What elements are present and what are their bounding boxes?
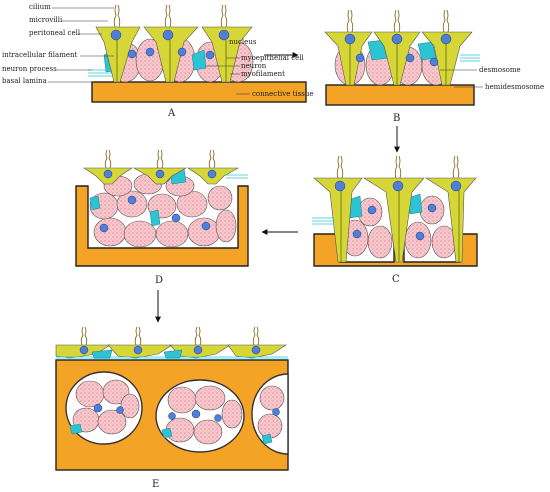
cilia-d <box>104 149 216 169</box>
label-nucleus: nucleus <box>229 38 257 46</box>
cilia-a <box>113 4 228 28</box>
neurons-b <box>367 39 437 61</box>
panel-d: D <box>75 149 249 286</box>
label-microvilli: microvilli <box>29 16 63 24</box>
label-intracellular-filament: intracellular filament <box>2 51 77 59</box>
peritoneal-cells-a <box>95 26 253 83</box>
label-myoepithelial-cell: myoepithelial cell <box>241 54 305 62</box>
label-neuron-process: neuron process <box>2 65 57 73</box>
label-hemidesmosome: hemidesmosome <box>485 83 544 91</box>
label-connective-tissue: connective tissue <box>252 90 313 98</box>
nuclei-a <box>110 29 230 60</box>
peritoneal-cells-b <box>324 31 473 86</box>
label-desmosome: desmosome <box>479 66 521 74</box>
nuclei-c <box>334 180 462 241</box>
label-myofilament: myofilament <box>241 70 285 78</box>
panel-a: cilium microvilli peritoneal cell intrac… <box>2 3 313 119</box>
muscle-bundle-2 <box>155 379 245 453</box>
neuron-process-d <box>226 174 248 179</box>
panel-label-e: E <box>152 479 159 490</box>
nuclei-e-top <box>79 345 261 355</box>
myoepithelial-cells-d <box>89 173 237 248</box>
panel-e: E <box>55 326 289 490</box>
panel-b: desmosome hemidesmosome B <box>324 9 544 124</box>
label-neuron: neuron <box>241 62 267 70</box>
muscle-bundle-3 <box>251 373 289 455</box>
muscle-bundle-1 <box>65 371 143 445</box>
nuclei-d <box>99 169 217 233</box>
neuron-process-b <box>460 54 480 62</box>
label-peritoneal-cell: peritoneal cell <box>29 29 81 37</box>
cilia-e <box>80 326 260 346</box>
panel-c: C <box>312 155 478 285</box>
connective-tissue-block-d <box>75 185 249 267</box>
label-cilium: cilium <box>29 3 51 11</box>
peritoneal-cells-c <box>313 177 477 263</box>
nuclei-b <box>344 33 452 67</box>
neuron-process-e <box>56 356 288 360</box>
panel-label-b: B <box>393 113 400 124</box>
connective-tissue-block-a <box>91 81 307 103</box>
neuron-process-c <box>312 217 334 225</box>
cilia-c <box>336 155 460 179</box>
panel-label-d: D <box>155 275 163 286</box>
cilia-b <box>346 9 450 33</box>
neurons-e <box>91 349 183 359</box>
connective-tissue-block-b <box>325 84 475 106</box>
panel-label-c: C <box>392 274 400 285</box>
panel-label-a: A <box>167 108 176 119</box>
label-basal-lamina: basal lamina <box>2 77 47 85</box>
